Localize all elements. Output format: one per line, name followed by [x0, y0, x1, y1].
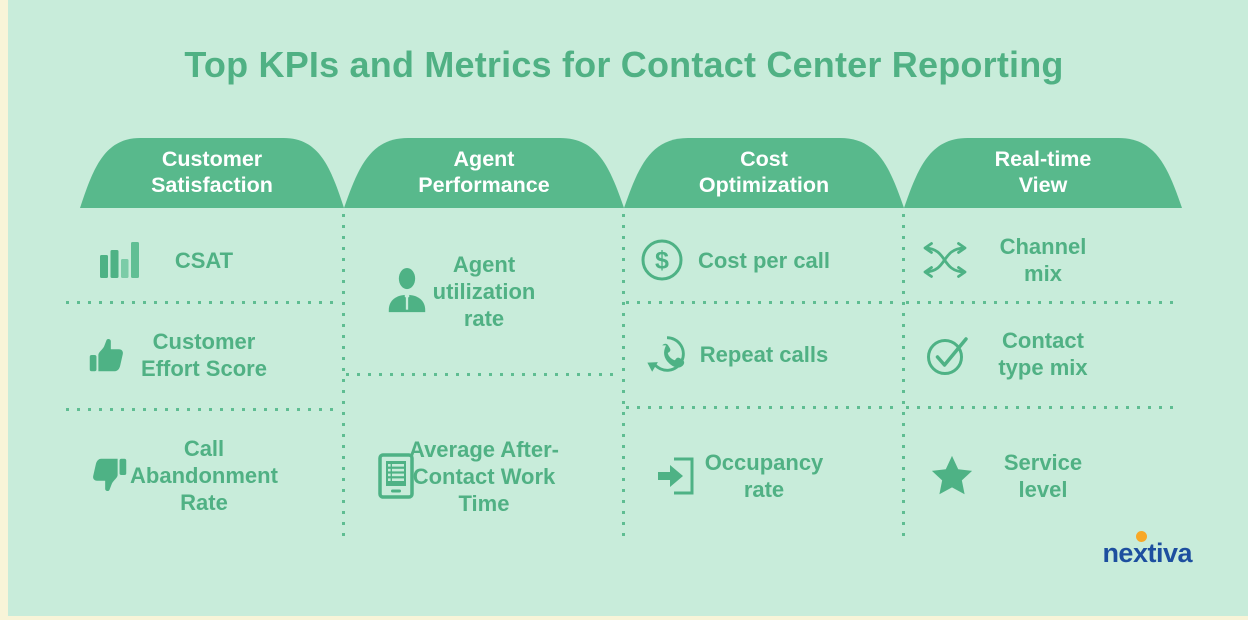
- kpi-item-agent-utilization-rate: Agent utilization rate: [344, 208, 624, 374]
- row-divider: [66, 408, 338, 411]
- kpi-item-service-level: Service level: [904, 406, 1182, 546]
- row-divider: [626, 301, 898, 304]
- tab-shape: [904, 138, 1182, 208]
- tab-agent-performance: Agent Performance: [344, 130, 624, 208]
- tab-label: Customer Satisfaction: [151, 146, 273, 197]
- phone-repeat-icon: [644, 331, 690, 377]
- kpi-item-repeat-calls: Repeat calls: [624, 302, 904, 406]
- kpi-item-average-after-contact-work-time: Average After-Contact Work Time: [344, 388, 624, 564]
- kpi-item-cost-per-call: $ Cost per call: [624, 208, 904, 302]
- tab-label: Cost Optimization: [698, 146, 830, 197]
- column-divider: [342, 214, 345, 544]
- tab-shape: [344, 138, 624, 208]
- kpi-item-contact-type-mix: Contact type mix: [904, 302, 1182, 406]
- nextiva-logo: nextiva: [1102, 531, 1192, 568]
- kpi-label: Call Abandonment Rate: [130, 435, 278, 515]
- bar-chart-icon: [100, 242, 140, 278]
- kpi-label: Occupancy rate: [704, 450, 824, 502]
- column-divider: [622, 214, 625, 544]
- background-panel: [8, 0, 1248, 616]
- kpi-item-call-abandonment-rate: Call Abandonment Rate: [64, 408, 344, 542]
- tab-shape: [624, 138, 904, 208]
- tab-customer-satisfaction: Customer Satisfaction: [80, 130, 344, 208]
- logo-dot-icon: [1136, 531, 1148, 542]
- logo-text: nextiva: [1102, 538, 1192, 568]
- row-divider: [906, 301, 1180, 304]
- thumbs-up-icon: [84, 332, 130, 378]
- row-divider: [626, 406, 898, 409]
- thumbs-down-icon: [86, 452, 132, 498]
- kpi-label: CSAT: [174, 247, 234, 273]
- shuffle-arrows-icon: [920, 239, 970, 281]
- tab-label: Real-time View: [994, 146, 1092, 197]
- door-arrow-icon: [654, 454, 698, 498]
- kpi-label: Average After-Contact Work Time: [409, 436, 559, 516]
- kpi-label: Channel mix: [999, 234, 1087, 286]
- column-divider: [902, 214, 905, 544]
- kpi-item-csat: CSAT: [64, 208, 344, 302]
- star-icon: [930, 455, 974, 497]
- kpi-label: Customer Effort Score: [141, 329, 267, 381]
- kpi-label: Service level: [1003, 450, 1083, 502]
- agent-person-icon: [384, 268, 430, 314]
- tab-real-time-view: Real-time View: [904, 130, 1182, 208]
- dollar-circle-icon: $: [640, 238, 684, 282]
- row-divider: [346, 373, 618, 376]
- kpi-item-customer-effort-score: Customer Effort Score: [64, 302, 344, 408]
- check-circle-icon: [926, 332, 974, 376]
- page-title: Top KPIs and Metrics for Contact Center …: [184, 44, 1064, 85]
- kpi-item-occupancy-rate: Occupancy rate: [624, 406, 904, 546]
- kpi-label: Agent utilization rate: [432, 251, 536, 331]
- kpi-label: Cost per call: [697, 247, 831, 273]
- svg-text:$: $: [655, 247, 669, 275]
- row-divider: [906, 406, 1180, 409]
- row-divider: [66, 301, 338, 304]
- kpi-label: Contact type mix: [998, 328, 1088, 380]
- kpi-label: Repeat calls: [699, 341, 829, 367]
- tab-cost-optimization: Cost Optimization: [624, 130, 904, 208]
- tab-label: Agent Performance: [418, 146, 550, 197]
- document-list-icon: [378, 453, 414, 499]
- tab-shape: [80, 138, 344, 208]
- kpi-item-channel-mix: Channel mix: [904, 208, 1182, 302]
